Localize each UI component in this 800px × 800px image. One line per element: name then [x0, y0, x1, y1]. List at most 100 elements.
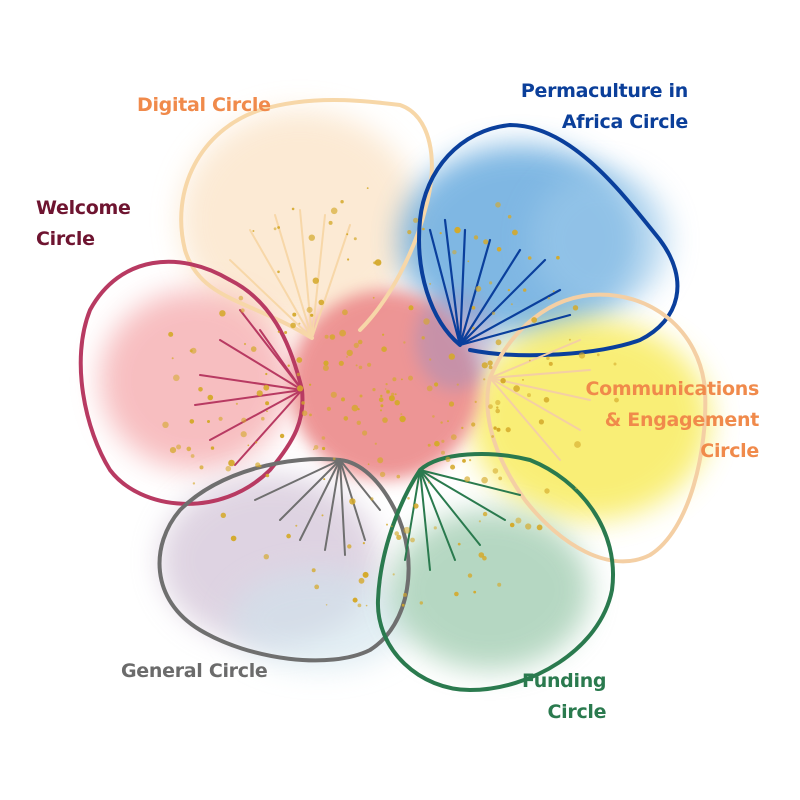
label-digital-circle: Digital Circle: [137, 94, 271, 116]
gold-speckle: [401, 378, 403, 381]
gold-speckle: [488, 404, 493, 409]
gold-speckle: [263, 554, 269, 560]
gold-speckle: [544, 488, 550, 494]
gold-speckle: [321, 436, 326, 440]
gold-speckle: [353, 237, 357, 241]
gold-speckle: [496, 406, 499, 409]
gold-speckle: [367, 463, 370, 466]
gold-speckle: [498, 476, 503, 481]
gold-speckle: [171, 357, 174, 360]
gold-speckle: [381, 346, 387, 353]
gold-speckle: [473, 235, 479, 240]
gold-speckle: [298, 322, 301, 325]
gold-speckle: [230, 535, 237, 542]
gold-speckle: [297, 385, 304, 392]
gold-speckle: [256, 390, 263, 397]
gold-speckle: [429, 282, 432, 285]
gold-speckle: [408, 375, 413, 381]
gold-speckle: [471, 326, 475, 330]
gold-speckle: [429, 358, 432, 361]
gold-speckle: [372, 388, 376, 392]
wash-welcome: [100, 290, 290, 470]
gold-speckle: [572, 305, 579, 311]
gold-speckle: [613, 362, 617, 366]
gold-speckle: [467, 573, 473, 578]
gold-speckle: [374, 259, 382, 266]
gold-speckle: [456, 383, 459, 386]
gold-speckle: [407, 230, 412, 235]
gold-speckle: [392, 377, 397, 382]
gold-speckle: [473, 590, 477, 594]
gold-speckle: [400, 413, 403, 416]
gold-speckle: [325, 604, 328, 606]
gold-speckle: [309, 383, 312, 386]
gold-speckle: [396, 534, 402, 541]
gold-speckle: [547, 297, 550, 300]
gold-speckle: [481, 476, 488, 484]
gold-speckle: [408, 305, 414, 311]
gold-speckle: [496, 247, 502, 252]
gold-speckle: [464, 476, 471, 483]
gold-speckle: [386, 389, 390, 394]
gold-speckle: [452, 250, 457, 255]
gold-speckle: [493, 426, 497, 430]
gold-speckle: [353, 342, 359, 348]
gold-speckle: [162, 421, 169, 428]
gold-speckle: [312, 277, 319, 284]
petal-outlines: [78, 98, 708, 692]
gold-speckle: [382, 417, 388, 423]
gold-speckle: [370, 497, 374, 501]
gold-speckle: [356, 420, 361, 425]
gold-speckle: [543, 397, 550, 403]
gold-speckle: [190, 347, 197, 354]
gold-speckle: [358, 365, 363, 370]
gold-speckle: [441, 439, 445, 443]
gold-speckle: [448, 353, 455, 360]
gold-speckle: [342, 309, 348, 316]
gold-speckle: [372, 296, 375, 299]
gold-speckle: [596, 353, 600, 357]
gold-speckle: [198, 387, 203, 392]
gold-speckle: [556, 255, 560, 260]
gold-speckle: [614, 397, 619, 403]
gold-speckle: [277, 270, 280, 274]
gold-speckle: [301, 410, 308, 417]
gold-speckle: [522, 379, 524, 381]
gold-speckle: [568, 338, 571, 341]
gold-speckle: [292, 312, 297, 317]
gold-speckle: [314, 584, 320, 590]
gold-speckle: [394, 400, 400, 406]
gold-speckle: [243, 342, 247, 346]
gold-speckle: [523, 288, 527, 292]
gold-speckle: [310, 313, 314, 317]
gold-speckle: [528, 359, 531, 362]
gold-speckle: [347, 544, 352, 549]
gold-speckle: [362, 571, 369, 578]
gold-speckle: [384, 388, 387, 390]
gold-speckle: [471, 422, 476, 427]
gold-speckle: [290, 322, 296, 329]
gold-speckle: [478, 520, 481, 523]
gold-speckle: [346, 349, 353, 357]
gold-speckle: [308, 234, 315, 241]
gold-speckle: [491, 435, 494, 438]
gold-speckle: [457, 542, 461, 546]
gold-speckle: [512, 229, 518, 236]
gold-speckle: [482, 511, 488, 517]
gold-speckle: [296, 357, 303, 363]
gold-speckle: [454, 226, 461, 234]
gold-speckle: [382, 333, 385, 336]
gold-speckle: [575, 487, 578, 490]
gold-speckle: [357, 603, 362, 608]
gold-speckle: [482, 555, 487, 561]
gold-speckle: [273, 227, 277, 231]
gold-speckle: [413, 503, 419, 509]
veins-general: [254, 459, 381, 556]
gold-speckle: [483, 378, 486, 381]
gold-speckle: [186, 446, 192, 452]
gold-speckle: [474, 400, 477, 403]
gold-speckle: [362, 430, 368, 436]
gold-speckle: [323, 478, 326, 481]
gold-speckle: [487, 360, 493, 366]
